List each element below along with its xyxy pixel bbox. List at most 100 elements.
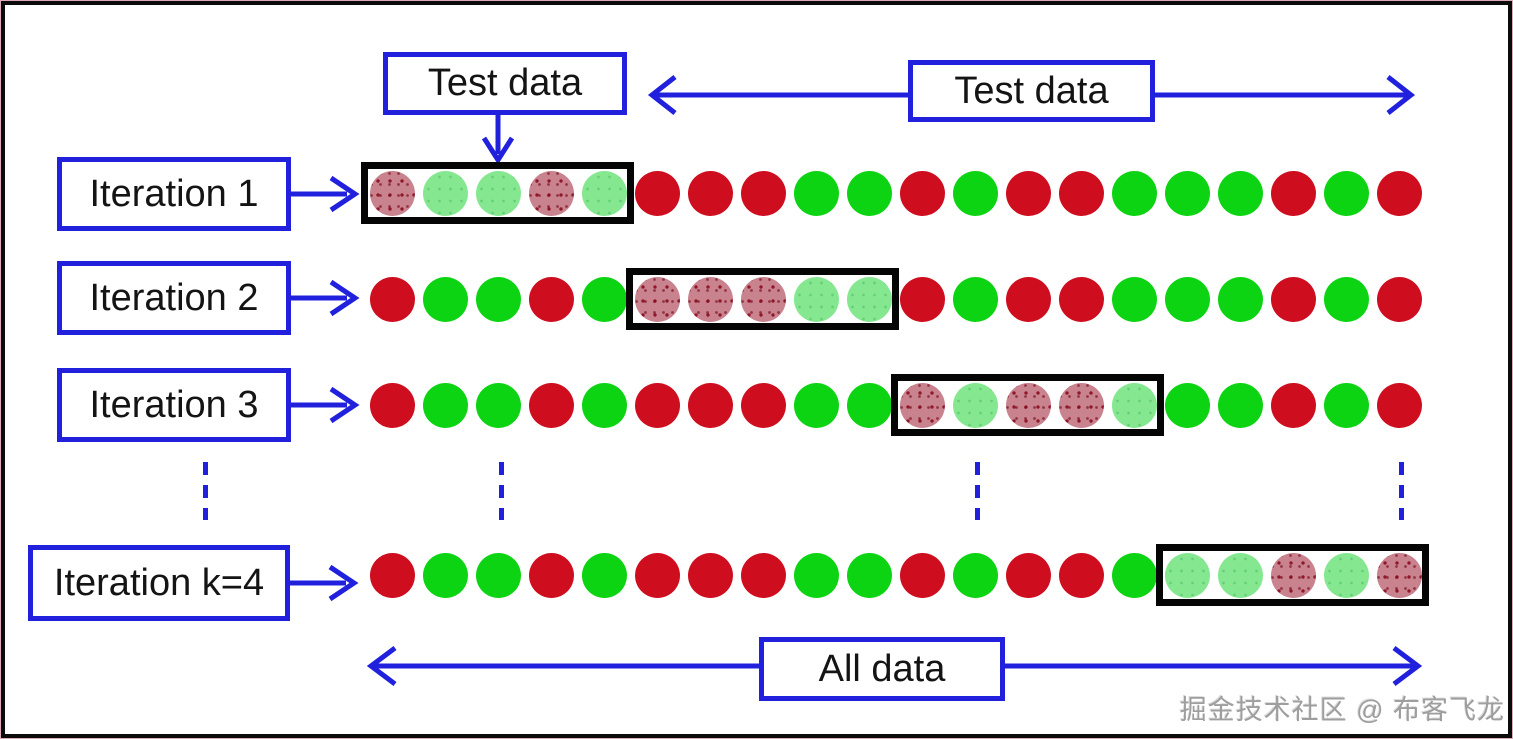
all-data-arrow-right-icon — [1004, 646, 1423, 686]
train-sample-dot-red — [688, 382, 733, 428]
train-sample-dot-green — [582, 552, 627, 598]
test-sample-dot-red — [688, 276, 733, 322]
iteration-label-text: Iteration 1 — [89, 172, 259, 215]
train-sample-dot-red — [900, 276, 945, 322]
train-sample-dot-red — [1006, 276, 1051, 322]
train-sample-dot-red — [1059, 276, 1104, 322]
train-sample-dot-red — [370, 382, 415, 428]
train-sample-dot-red — [741, 552, 786, 598]
arrow-right-icon — [1153, 75, 1416, 115]
train-sample-dot-red — [1377, 170, 1422, 216]
train-sample-dot-green — [582, 382, 627, 428]
iteration-label-box: Iteration 2 — [57, 261, 291, 335]
train-sample-dot-red — [635, 170, 680, 216]
test-fold-box — [1156, 544, 1429, 606]
test-sample-dot-green — [423, 170, 468, 216]
train-sample-dot-green — [476, 552, 521, 598]
train-sample-dot-red — [1271, 170, 1316, 216]
watermark: 掘金技术社区 @ 布客飞龙 — [1179, 695, 1505, 725]
train-sample-dot-red — [529, 276, 574, 322]
iteration-arrow-right-icon — [291, 175, 360, 213]
test-fold-box — [626, 268, 899, 330]
train-sample-dot-green — [953, 552, 998, 598]
train-sample-dot-red — [370, 552, 415, 598]
dashed-line — [1399, 462, 1404, 520]
train-sample-dot-green — [1324, 170, 1369, 216]
train-sample-dot-red — [688, 170, 733, 216]
train-sample-dot-red — [1059, 170, 1104, 216]
train-sample-dot-green — [1112, 170, 1157, 216]
test-fold-box — [361, 162, 634, 224]
test-data-label-span: Test data — [908, 60, 1155, 122]
train-sample-dot-red — [1059, 552, 1104, 598]
test-sample-dot-red — [529, 170, 574, 216]
train-sample-dot-green — [953, 276, 998, 322]
train-sample-dot-red — [529, 382, 574, 428]
iteration-label-box: Iteration k=4 — [28, 545, 290, 621]
test-fold-box — [891, 374, 1164, 436]
test-sample-dot-green — [847, 276, 892, 322]
test-sample-dot-green — [1324, 552, 1369, 598]
train-sample-dot-red — [529, 552, 574, 598]
train-sample-dot-green — [953, 170, 998, 216]
train-sample-dot-red — [635, 552, 680, 598]
iteration-label-text: Iteration 3 — [89, 383, 259, 426]
test-sample-dot-green — [953, 382, 998, 428]
train-sample-dot-red — [688, 552, 733, 598]
train-sample-dot-green — [582, 276, 627, 322]
test-sample-dot-green — [794, 276, 839, 322]
arrow-down-icon — [481, 112, 515, 165]
train-sample-dot-red — [1006, 170, 1051, 216]
dashed-line — [975, 462, 980, 520]
train-sample-dot-green — [1218, 170, 1263, 216]
test-sample-dot-red — [635, 276, 680, 322]
dashed-line — [499, 462, 504, 520]
all-data-label-text: All data — [818, 647, 946, 690]
iteration-arrow-right-icon — [291, 386, 360, 424]
iteration-label-text: Iteration 2 — [89, 276, 259, 319]
train-sample-dot-green — [1165, 382, 1210, 428]
iteration-label-text: Iteration k=4 — [53, 561, 265, 604]
train-sample-dot-green — [794, 382, 839, 428]
iteration-arrow-right-icon — [290, 564, 359, 602]
train-sample-dot-green — [423, 552, 468, 598]
train-sample-dot-green — [476, 276, 521, 322]
train-sample-dot-green — [1112, 276, 1157, 322]
test-data-label-text: Test data — [427, 62, 583, 104]
test-sample-dot-red — [1059, 382, 1104, 428]
train-sample-dot-green — [423, 276, 468, 322]
train-sample-dot-green — [1218, 382, 1263, 428]
iteration-arrow-right-icon — [291, 279, 360, 317]
train-sample-dot-red — [1271, 382, 1316, 428]
test-data-label-pointer: Test data — [383, 52, 627, 115]
sample-dots-row — [370, 276, 1422, 322]
test-sample-dot-red — [900, 382, 945, 428]
arrow-left-icon — [647, 75, 908, 115]
train-sample-dot-green — [1324, 276, 1369, 322]
sample-dots-row — [370, 382, 1422, 428]
train-sample-dot-green — [1218, 276, 1263, 322]
train-sample-dot-red — [1377, 382, 1422, 428]
test-sample-dot-green — [476, 170, 521, 216]
train-sample-dot-red — [1006, 552, 1051, 598]
train-sample-dot-green — [476, 382, 521, 428]
sample-dots-row — [370, 170, 1422, 216]
train-sample-dot-green — [847, 382, 892, 428]
train-sample-dot-green — [1165, 276, 1210, 322]
test-sample-dot-green — [1112, 382, 1157, 428]
train-sample-dot-red — [635, 382, 680, 428]
test-data-span-text: Test data — [954, 69, 1109, 112]
test-sample-dot-red — [1377, 552, 1422, 598]
sample-dots-row — [370, 552, 1422, 598]
train-sample-dot-red — [900, 170, 945, 216]
train-sample-dot-green — [794, 552, 839, 598]
train-sample-dot-green — [1324, 382, 1369, 428]
train-sample-dot-green — [794, 170, 839, 216]
test-sample-dot-red — [1006, 382, 1051, 428]
train-sample-dot-red — [1271, 276, 1316, 322]
train-sample-dot-red — [741, 170, 786, 216]
test-sample-dot-red — [741, 276, 786, 322]
iteration-label-box: Iteration 3 — [57, 368, 291, 442]
